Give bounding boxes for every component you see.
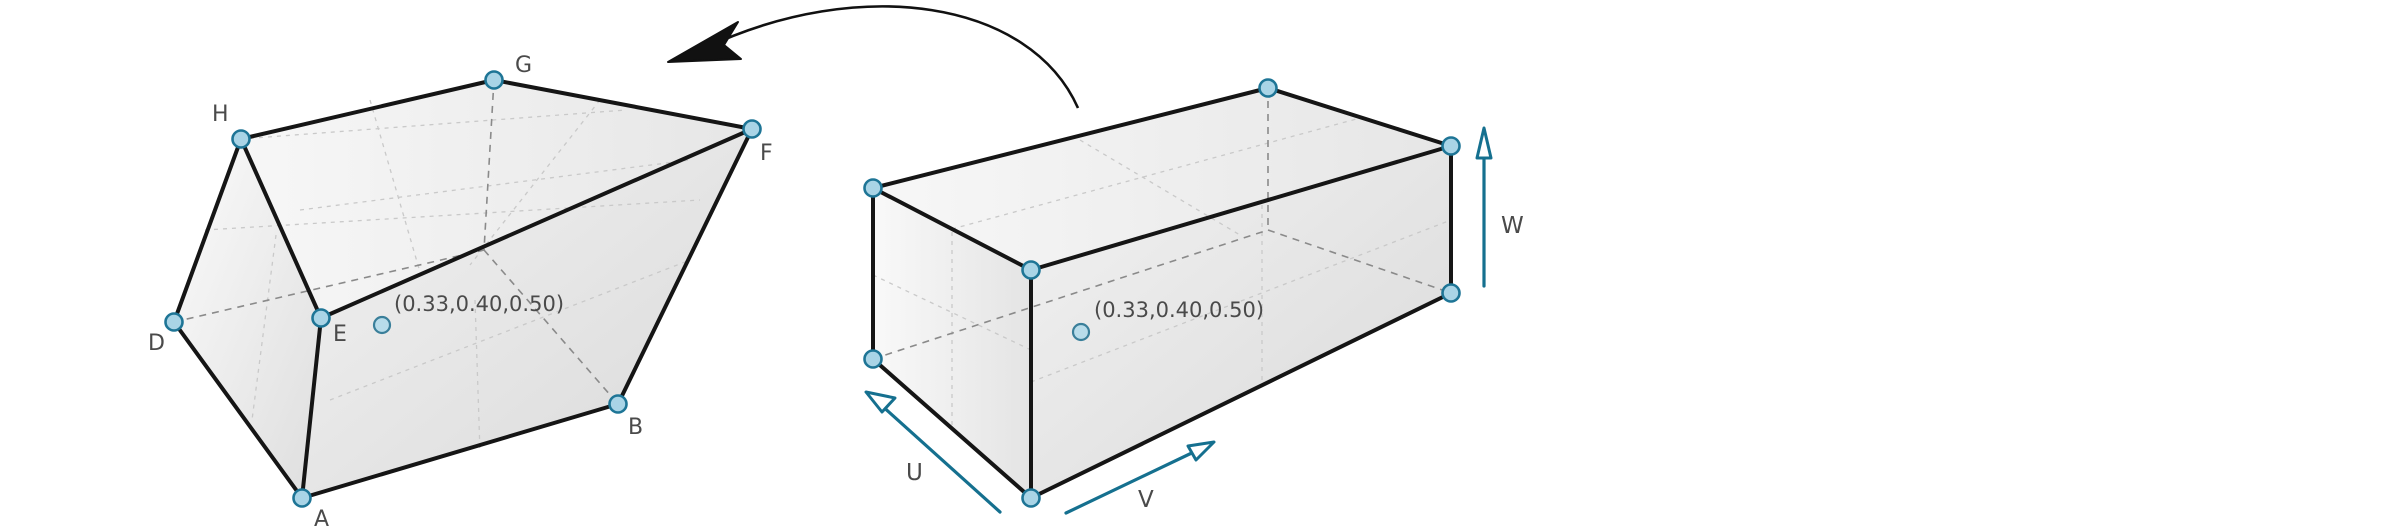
mapping-arrow xyxy=(667,5,1080,109)
left-mapped-point xyxy=(372,315,392,335)
right-vertex xyxy=(1441,136,1461,156)
left-face-front xyxy=(302,129,752,498)
left-iso-line xyxy=(251,234,277,421)
right-edge-bottom-left xyxy=(871,357,1033,500)
left-vertex-f xyxy=(742,119,762,139)
v-axis-arrowhead xyxy=(1186,440,1216,462)
left-vertex-b xyxy=(608,394,628,414)
left-point-coordinates: (0.33,0.40,0.50) xyxy=(394,292,564,316)
left-hidden-edge-gc xyxy=(483,79,495,251)
left-label-d: D xyxy=(148,331,165,356)
left-edge-bf xyxy=(616,127,754,406)
left-label-b: B xyxy=(628,415,643,440)
right-edge-top-left xyxy=(871,186,1033,272)
left-vertex-e xyxy=(311,308,331,328)
left-label-e: E xyxy=(333,322,347,347)
left-iso-line xyxy=(204,199,701,231)
right-edge-top-front xyxy=(1029,144,1453,272)
right-point-coordinates: (0.33,0.40,0.50) xyxy=(1094,298,1264,322)
right-vertex xyxy=(1258,78,1278,98)
left-iso-line xyxy=(474,299,481,453)
left-edge-ab xyxy=(300,402,620,500)
right-face-front xyxy=(1031,146,1451,498)
right-vertex xyxy=(1021,260,1041,280)
right-hidden-edge-back xyxy=(872,229,1269,360)
right-iso-line xyxy=(872,274,1032,351)
right-hidden-edge-side xyxy=(1267,229,1452,294)
right-iso-line xyxy=(1079,139,1241,236)
parametric-axes: U V W xyxy=(864,126,1524,515)
left-vertex-h xyxy=(231,129,251,149)
left-iso-line xyxy=(329,259,691,401)
left-face-top xyxy=(241,80,752,318)
right-vertex xyxy=(863,178,883,198)
left-edge-ea xyxy=(300,316,323,500)
right-vertex xyxy=(863,349,883,369)
left-vertex-a xyxy=(292,488,312,508)
right-reference-point xyxy=(1071,322,1091,342)
left-hidden-edge-cb xyxy=(483,249,619,405)
left-hexahedron: A B D E F G H (0.33,0.40,0.50) xyxy=(148,53,773,527)
right-iso-line xyxy=(1030,219,1452,383)
left-label-g: G xyxy=(515,53,532,78)
right-reference-box: (0.33,0.40,0.50) xyxy=(863,78,1461,508)
right-vertex xyxy=(1441,283,1461,303)
left-label-f: F xyxy=(760,141,773,166)
left-iso-line xyxy=(240,109,627,140)
left-face-dhe xyxy=(174,139,321,498)
left-vertex-g xyxy=(484,70,504,90)
right-face-top xyxy=(873,88,1451,270)
right-vertex xyxy=(1021,488,1041,508)
left-iso-line xyxy=(299,159,691,211)
left-edge-he xyxy=(239,137,323,320)
left-hidden-edge-dc xyxy=(173,249,485,323)
left-edge-ef xyxy=(319,127,754,320)
w-axis-arrowhead xyxy=(1475,126,1493,160)
left-vertex-d xyxy=(164,312,184,332)
u-axis-arrowhead xyxy=(864,390,897,414)
w-axis-label: W xyxy=(1501,213,1524,239)
right-edge-bottom-front xyxy=(1029,291,1453,500)
left-label-h: H xyxy=(212,102,229,127)
right-iso-line xyxy=(951,117,1361,230)
u-axis-label: U xyxy=(906,460,923,486)
left-iso-line xyxy=(369,99,421,273)
v-axis-arrow xyxy=(1064,448,1200,515)
left-label-a: A xyxy=(314,507,329,527)
v-axis-label: V xyxy=(1138,487,1154,513)
u-axis-arrow xyxy=(878,402,1002,514)
